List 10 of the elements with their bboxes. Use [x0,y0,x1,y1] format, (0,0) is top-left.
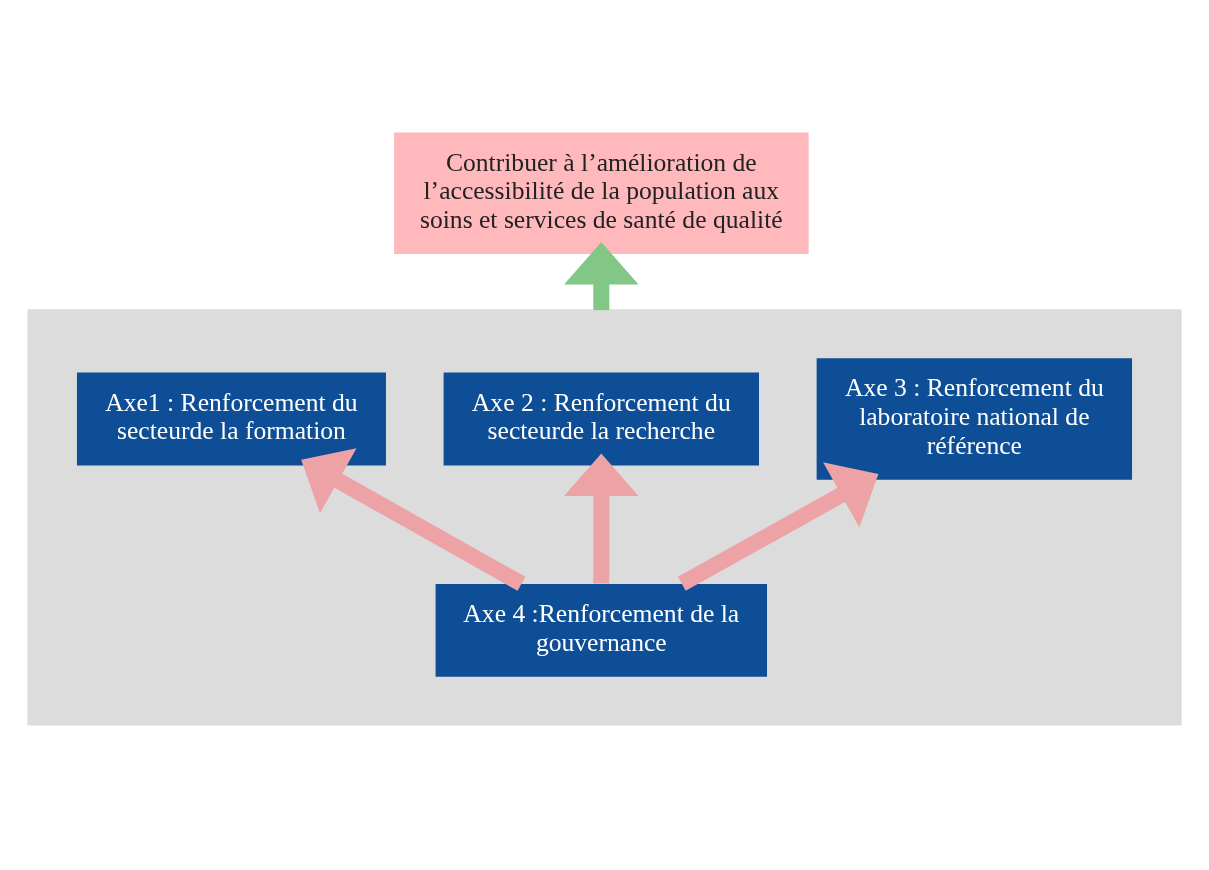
node-box: Axe1 : Renforcement du secteurde la formation [76,372,386,466]
arrow [301,448,526,591]
node-box: Axe 3 : Renforcement du laboratoire national de référence [816,358,1133,480]
arrow [677,462,879,591]
node-box: Axe 4 :Renforcement de la gouvernance [435,583,767,677]
node-box: Contribuer à l’amélioration de l’accessibilité de la population aux soins et services de santé de qualité [393,132,809,255]
cluster [27,309,1182,726]
arrow [564,453,639,584]
node-box: Axe 2 : Renforcement du secteurde la recherche [443,372,759,466]
arrow [564,242,639,311]
